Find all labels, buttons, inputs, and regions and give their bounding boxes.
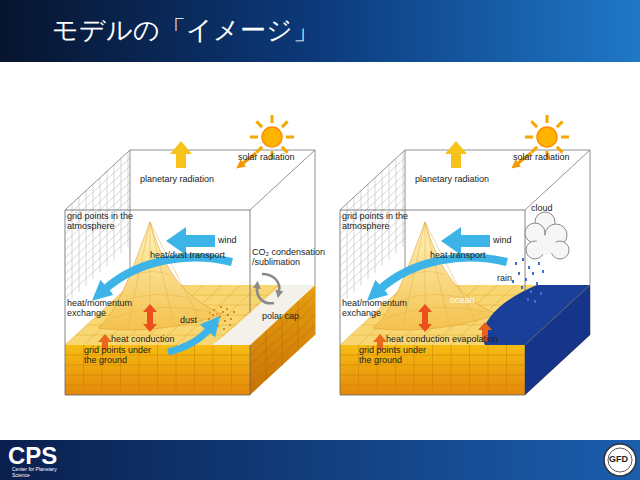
diagram-label: CPS [8, 443, 57, 469]
radiation-arrow [170, 141, 192, 168]
diagram-label: solar radiation [238, 153, 295, 163]
sun [262, 127, 282, 147]
ground-grid [65, 345, 250, 395]
rain-drops [512, 258, 544, 303]
diagram-label: grid points in the atmosphere [342, 212, 412, 232]
diagram-label: polar cap [262, 312, 299, 322]
diagram-label: heat conduction [386, 335, 450, 345]
diagram-label: CO₂ condensation /sublimation [252, 248, 332, 268]
diagram-label: grid points in the atmosphere [67, 212, 137, 232]
condensation-arrow [257, 287, 274, 303]
model-panel [340, 115, 590, 395]
cube-edge [525, 285, 590, 345]
cloud-puff [536, 235, 556, 255]
diagram-label: GFD [609, 455, 628, 465]
diagram-label: ocean [450, 296, 475, 306]
ground-front [65, 345, 250, 395]
diagram-label: heat/momentum exchange [342, 299, 412, 319]
diagram-label: heat/dust transport [150, 251, 225, 261]
diagram-label: planetary radiation [415, 175, 489, 185]
transport-arrow [104, 258, 232, 290]
footer-bar [0, 440, 640, 480]
diagram-label: heat/momentum exchange [67, 299, 137, 319]
diagram-label: grid points under the ground [84, 346, 162, 366]
cube-front-edges [65, 210, 250, 395]
diagram-label: heat conduction [111, 335, 175, 345]
diagram-label: solar radiation [513, 153, 570, 163]
diagram-label: planetary radiation [140, 175, 214, 185]
gfd-logo-ring [608, 448, 632, 472]
diagram-label: cloud [531, 204, 553, 214]
diagram-label: heat transport [430, 251, 486, 261]
sublimation-arrow [262, 274, 279, 292]
gfd-logo [604, 444, 636, 476]
diagram-label: grid points under the ground [359, 346, 437, 366]
diagram-label: Center for Planetary Science [12, 467, 62, 478]
diagram-label: wind [218, 236, 237, 246]
slide-title: モデルの「イメージ」 [52, 13, 319, 48]
diagram-label: dust [180, 316, 197, 326]
title-bar [0, 0, 640, 62]
diagram-label: rain [497, 274, 512, 284]
exchange-arrow [143, 304, 157, 332]
diagram-label: wind [493, 236, 512, 246]
diagram-label: evapolation [452, 335, 498, 345]
cloud [525, 212, 569, 259]
